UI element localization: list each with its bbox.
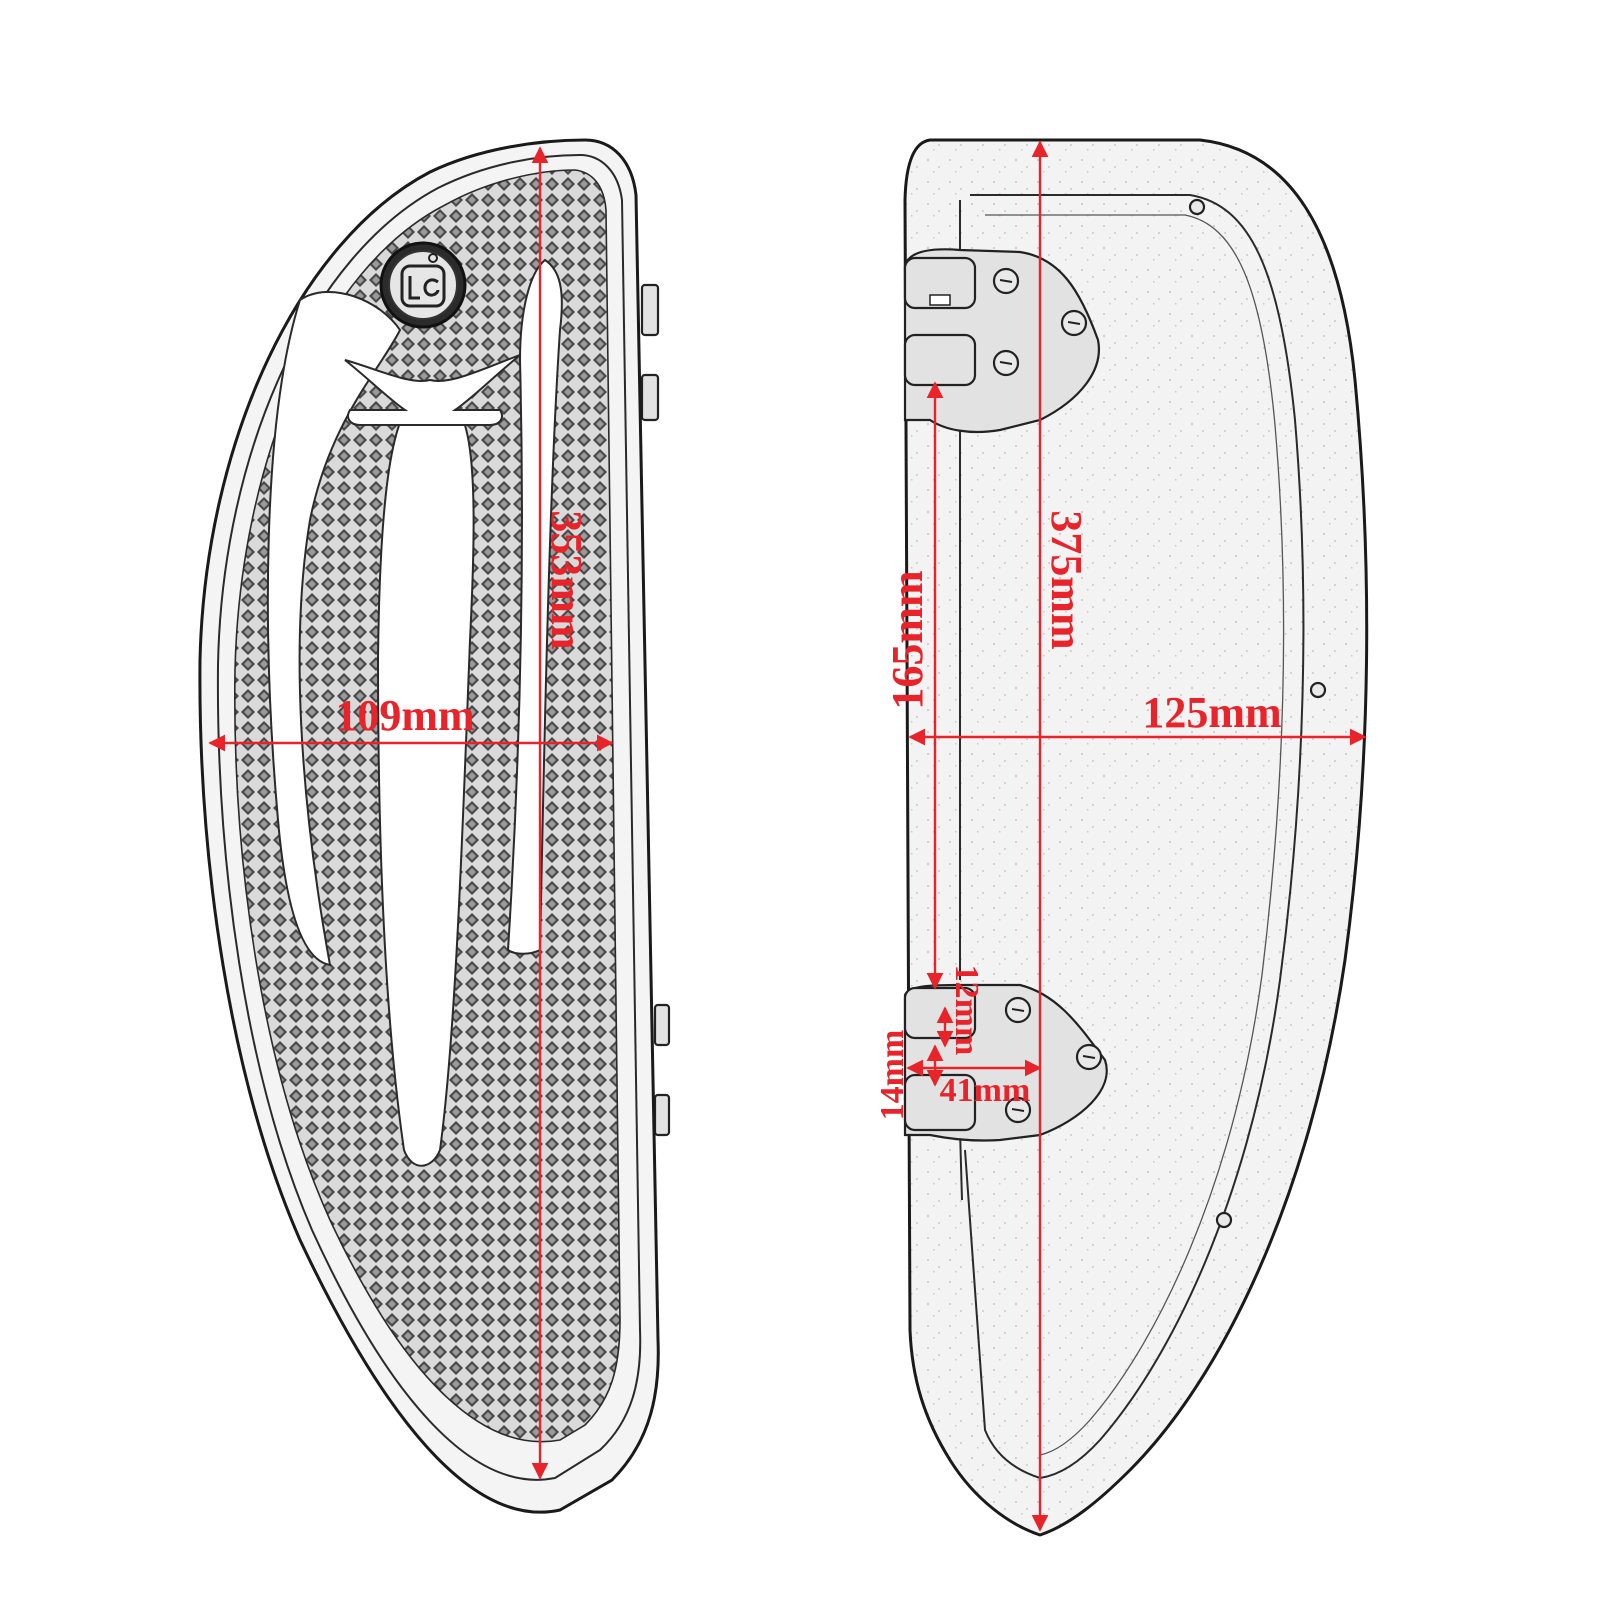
bracket-height-dimension: 12mm <box>936 965 985 1056</box>
left-outer-smooth-strip <box>266 291 402 967</box>
right-length-dimension: 375mm <box>1031 140 1091 1532</box>
left-length-dimension: 353mm <box>531 146 591 1480</box>
edge-screw-1 <box>1188 198 1206 216</box>
left-board-rim <box>216 153 642 1481</box>
left-floorboard-top-view <box>198 138 671 1514</box>
right-width-label: 125mm <box>1142 688 1281 737</box>
left-chevron-emblem <box>344 354 521 426</box>
edge-screw-3 <box>1215 1211 1233 1229</box>
bracket-width-dimension: 41mm <box>906 1059 1042 1109</box>
bracket-offset-label: 14mm <box>874 1030 911 1121</box>
right-inner-frame <box>964 194 1305 1480</box>
bracket-width-label: 41mm <box>940 1072 1031 1109</box>
left-center-smooth-strip <box>376 388 475 1167</box>
left-width-label: 109mm <box>335 691 474 740</box>
bracket-height-label: 12mm <box>948 965 985 1056</box>
right-inner-frame-line <box>985 214 1285 1456</box>
right-board-outline <box>903 138 1369 1537</box>
right-length-label: 375mm <box>1042 510 1091 649</box>
left-length-label: 353mm <box>542 510 591 649</box>
edge-screw-2 <box>1309 681 1327 699</box>
brand-logo-icon <box>379 241 467 329</box>
bracket-spacing-label: 165mm <box>883 570 932 709</box>
upper-mount-bracket <box>903 248 1101 434</box>
left-width-dimension: 109mm <box>208 691 614 752</box>
right-width-dimension: 125mm <box>908 688 1367 746</box>
right-floorboard-bottom-view <box>903 138 1369 1537</box>
left-side-tabs <box>640 283 671 1137</box>
bracket-spacing-dimension: 165mm <box>883 381 944 990</box>
